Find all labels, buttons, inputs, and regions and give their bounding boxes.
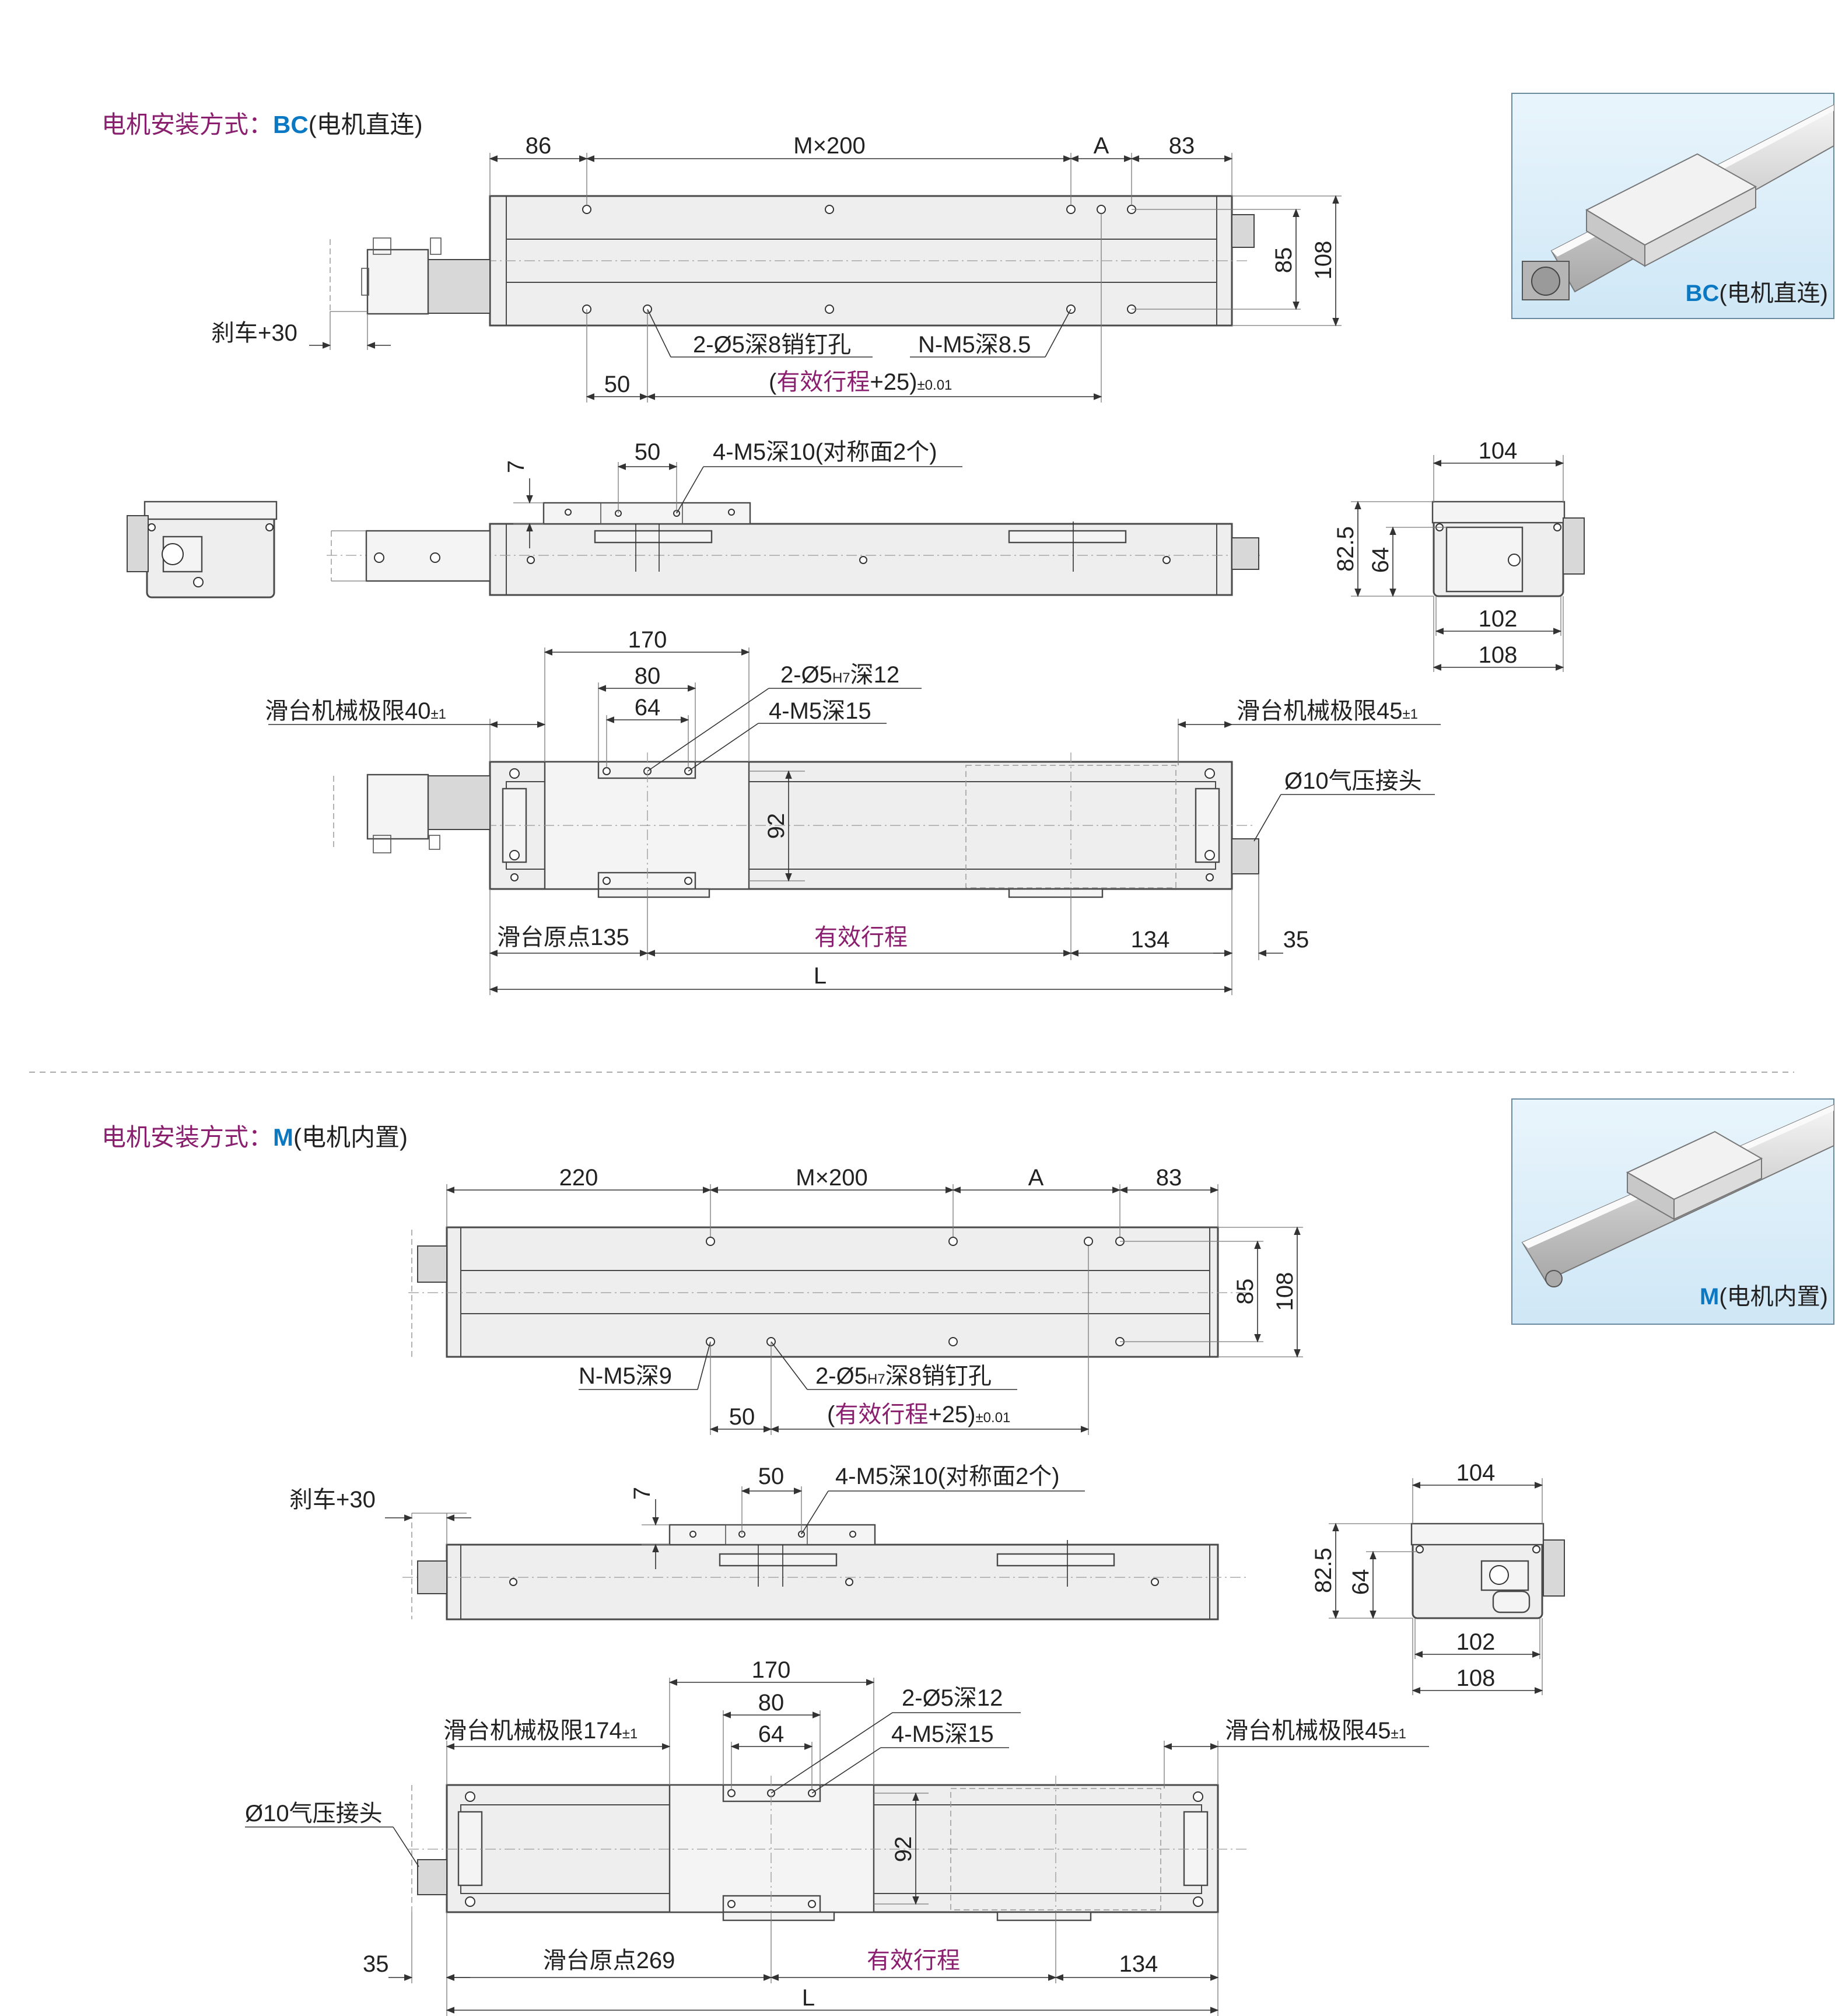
bc-dim-mx200: M×200 — [793, 133, 865, 159]
bc-end-dim-64: 64 — [1368, 547, 1393, 573]
m-section: 电机安装方式：M(电机内置) 220 M×200 A 83 — [101, 1098, 1834, 2016]
bc-plan-dim-134: 134 — [1131, 927, 1170, 953]
bc-dim-50: 50 — [604, 372, 631, 397]
m-limit-left-label: 滑台机械极限174±1 — [443, 1718, 638, 1744]
m-dim-108: 108 — [1272, 1272, 1298, 1311]
bc-plan-dim-64: 64 — [635, 695, 661, 720]
bc-plan-dim-80: 80 — [635, 663, 661, 689]
bc-top-holes — [582, 205, 1136, 314]
m-pin-label: 2-Ø5H7深8销钉孔 — [815, 1363, 992, 1389]
m-dim-83: 83 — [1156, 1165, 1182, 1191]
m-heading: 电机安装方式：M(电机内置) — [101, 1124, 408, 1151]
m-top-view: 220 M×200 A 83 85 108 N-M5深9 2-Ø5H7深8销钉孔… — [408, 1165, 1303, 1435]
m-end-dim-104: 104 — [1456, 1460, 1496, 1486]
bc-top-dims: 86 M×200 A 83 85 108 刹车+30 — [211, 133, 1342, 402]
bc-plan-dim-92: 92 — [764, 813, 789, 839]
m-side-view: 刹车+30 7 50 4-M5深10(对称面2个) — [289, 1464, 1248, 1620]
bc-limit-left-label: 滑台机械极限40±1 — [265, 698, 446, 724]
m-dim-7: 7 — [629, 1487, 655, 1500]
m-plan-m5-15-label: 4-M5深15 — [891, 1721, 994, 1747]
bc-dim-a: A — [1094, 133, 1109, 159]
bc-side-dim-50: 50 — [635, 439, 661, 465]
m-plan-dim-35: 35 — [363, 1951, 389, 1977]
m-side-dim-50: 50 — [758, 1464, 785, 1489]
m-origin-label: 滑台原点269 — [543, 1948, 675, 1973]
bc-section: 电机安装方式：BC(电机直连) — [101, 93, 1834, 995]
m-dim-mx200: M×200 — [796, 1165, 867, 1191]
m-plan-carriage — [668, 1784, 875, 1913]
bc-plan-dim-35: 35 — [1283, 927, 1309, 953]
bc-end-dim-102: 102 — [1479, 606, 1518, 632]
bc-dim-7: 7 — [503, 460, 529, 473]
bc-origin-label: 滑台原点135 — [497, 925, 629, 950]
m-photo-caption: M(电机内置) — [1700, 1284, 1828, 1310]
m-end-view: 104 82.5 64 102 108 — [1311, 1460, 1565, 1695]
bc-dim-108: 108 — [1311, 241, 1336, 280]
bc-plan-stroke-label: 有效行程 — [814, 925, 908, 950]
m-plan-dim-134: 134 — [1119, 1951, 1158, 1977]
m-plan-dim-64: 64 — [758, 1721, 785, 1747]
bc-air-fitting-top — [1231, 214, 1255, 248]
bc-end-dim-104: 104 — [1479, 438, 1518, 464]
bc-limit-right-label: 滑台机械极限45±1 — [1237, 698, 1418, 724]
bc-plan-dim-170: 170 — [628, 627, 667, 653]
bc-top-view: 86 M×200 A 83 85 108 刹车+30 — [211, 133, 1342, 402]
bc-dim-83: 83 — [1169, 133, 1195, 159]
m-dim-220: 220 — [559, 1165, 598, 1191]
bc-pin-holes-label: 2-Ø5深8销钉孔 — [693, 332, 851, 358]
m-stroke-label: (有效行程+25)±0.01 — [827, 1402, 1010, 1427]
m-plan-dim-92: 92 — [891, 1836, 916, 1863]
bc-side-view: 7 50 4-M5深10(对称面2个) — [327, 439, 1260, 596]
bc-end-dim-82-5: 82.5 — [1333, 526, 1358, 572]
m-brake-label: 刹车+30 — [289, 1487, 376, 1513]
m-air-label: Ø10气压接头 — [245, 1801, 383, 1826]
bc-dim-86: 86 — [526, 133, 552, 159]
bc-n-m5-label: N-M5深8.5 — [918, 332, 1031, 358]
m-plan-dim-l: L — [802, 1985, 815, 2011]
m-plan-dim-80: 80 — [758, 1690, 785, 1716]
m-top-body — [446, 1226, 1219, 1358]
bc-heading: 电机安装方式：BC(电机直连) — [101, 111, 423, 138]
bc-plan-pin-label: 2-Ø5H7深12 — [780, 662, 899, 688]
m-n-m5-label: N-M5深9 — [579, 1363, 672, 1389]
bc-right-end-view: 104 82.5 64 102 108 — [1333, 438, 1585, 672]
bc-photo: BC(电机直连) — [1511, 93, 1834, 319]
m-plan-dim-170: 170 — [752, 1657, 791, 1683]
bc-plan-m5-15-label: 4-M5深15 — [769, 698, 871, 724]
m-plan-view: 170 80 64 2-Ø5深12 4-M5深15 滑台机械极限174±1 滑台… — [245, 1657, 1429, 2016]
bc-plan-view: 170 80 64 2-Ø5H7深12 4-M5深15 滑台机械极限40±1 滑… — [265, 627, 1441, 995]
bc-plan-dim-l: L — [814, 963, 827, 989]
bc-photo-caption: BC(电机直连) — [1686, 281, 1828, 306]
m-end-dim-102: 102 — [1456, 1629, 1496, 1655]
m-plan-pin-label: 2-Ø5深12 — [902, 1685, 1003, 1711]
bc-brake-label: 刹车+30 — [211, 320, 297, 346]
m-m5-10-label: 4-M5深10(对称面2个) — [835, 1464, 1060, 1489]
bc-dim-85: 85 — [1271, 247, 1297, 274]
bc-m5-10-label: 4-M5深10(对称面2个) — [713, 439, 937, 465]
bc-end-dim-108: 108 — [1479, 642, 1518, 668]
m-limit-right-label: 滑台机械极限45±1 — [1225, 1718, 1406, 1744]
m-dim-50: 50 — [729, 1404, 755, 1430]
bc-left-end-view — [127, 501, 278, 598]
bc-stroke-label: (有效行程+25)±0.01 — [769, 369, 952, 395]
m-dim-a: A — [1028, 1165, 1044, 1191]
bc-air-label: Ø10气压接头 — [1284, 768, 1422, 794]
bc-motor-top — [330, 237, 491, 315]
m-end-dim-108: 108 — [1456, 1665, 1496, 1691]
m-plan-stroke-label: 有效行程 — [867, 1948, 960, 1973]
bc-carriage-side — [542, 502, 751, 525]
m-end-dim-64: 64 — [1348, 1569, 1374, 1595]
m-dim-85: 85 — [1232, 1279, 1258, 1305]
m-end-dim-82-5: 82.5 — [1311, 1548, 1336, 1593]
m-photo: M(电机内置) — [1511, 1098, 1834, 1325]
